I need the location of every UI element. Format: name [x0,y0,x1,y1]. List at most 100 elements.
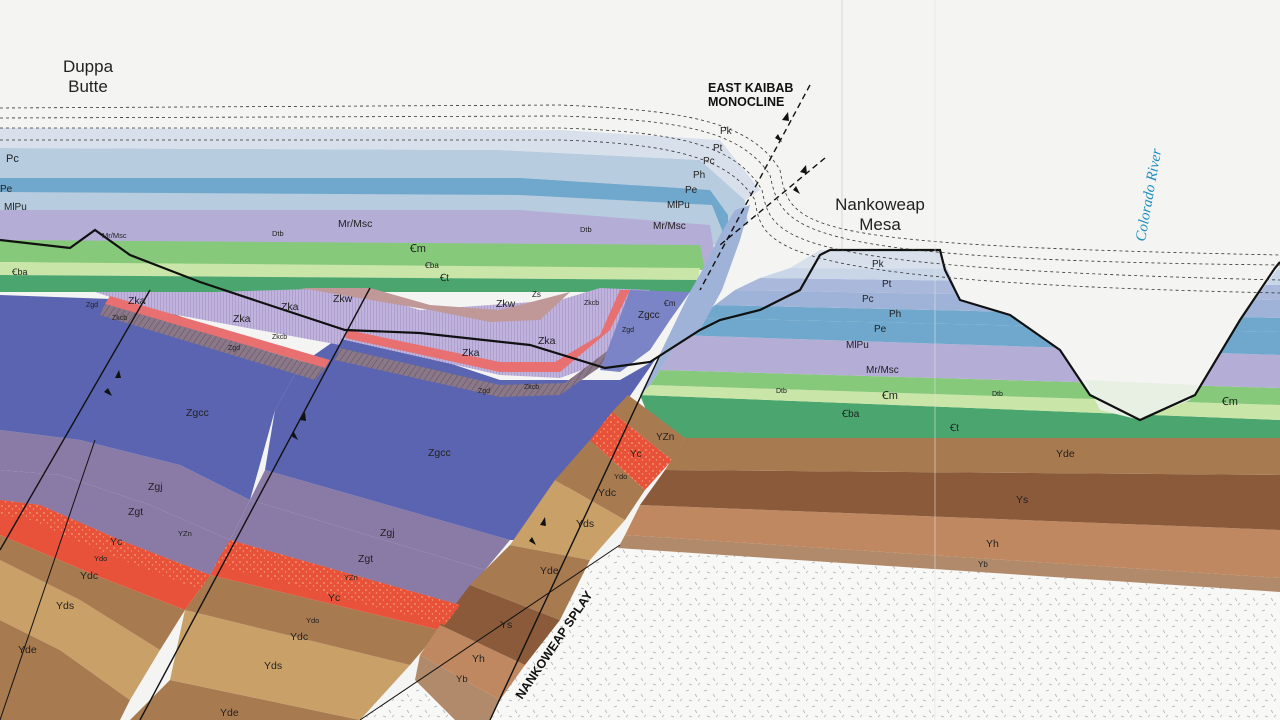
unit-label-pc-left: Pc [6,153,19,165]
unit-label-yh-1: Yh [472,653,485,665]
unit-label-mr-msc-mid: Mr/Msc [338,218,372,230]
unit-label-ydo-3: Ydo [614,472,627,481]
layer-yb-right [618,535,1280,592]
unit-label-yds-3: Yds [576,518,594,530]
unit-label-zkcb-3: Zkcb [584,300,599,307]
monocline-label-line2: MONOCLINE [708,95,784,109]
unit-label-ct-mid: Ꞓt [439,273,449,284]
block2-yde [130,680,360,720]
fault-arrows [104,112,807,545]
projected-strata [0,104,1280,294]
monocline-label-line1: EAST KAIBAB [708,81,793,95]
topographic-surface [0,228,1280,422]
unit-label-mr-msc-small: Mr/Msc [102,231,127,240]
unit-label-zkw-1: Zkw [333,293,353,305]
unit-label-zka-1: Zka [128,295,146,307]
unit-label-zgd-2: Zgd [228,345,240,352]
unit-label-pc-mono: Pc [703,156,715,167]
unit-label-cm-mono: Ꞓm [663,299,676,308]
unit-label-zkcb-2: Zkcb [272,334,287,341]
unit-label-ydo-2: Ydo [306,616,319,625]
unit-label-pt-mesa: Pt [882,279,892,290]
unit-label-dtb-mid: Dtb [580,225,592,234]
layer-yh-right [625,505,1280,578]
unit-label-cm-right1: Ꞓm [881,390,898,402]
canyon-floor-fill [1085,380,1198,420]
layer-ys-right [640,470,1280,530]
unit-label-cba-left: Ꞓba [11,267,28,277]
zgd-left [100,304,325,380]
splay-yc [590,412,672,490]
splay-yh [420,625,525,700]
block1-zgt [0,470,230,575]
nankoweap-mesa-label-line2: Mesa [859,215,901,234]
unit-label-yde-2: Yde [220,707,239,719]
splay-yds [510,480,625,560]
unit-label-yb-1: Yb [456,674,468,685]
unit-label-mlpu-left: MlPu [4,202,27,213]
unit-label-pk-mono: Pk [720,126,733,137]
zkcb-red-central [345,290,630,372]
unit-labels: Pc Pe MlPu Mr/Msc Dtb Mr/Msc Dtb Ꞓm Ꞓba … [0,126,1238,719]
unit-label-zkcb-4: Zkcb [524,384,539,391]
unit-label-dtb-right2: Dtb [992,391,1003,398]
unit-label-zs: Zs [532,290,541,299]
zgd-central [335,345,615,397]
unit-label-zgt-1: Zgt [128,506,143,518]
unit-label-yzn-2: YZn [344,573,358,582]
monocline-faults [699,84,826,291]
unit-label-yde-3: Yde [540,565,559,577]
layer-kaibab-toroweap-left [0,128,760,200]
unit-label-ydc-1: Ydc [80,570,98,582]
yc-dotted-center [215,540,460,625]
unit-label-ct-right: Ꞓt [949,423,959,434]
unit-label-zgd-1: Zgd [86,302,98,309]
unit-label-yb-right: Yb [978,560,988,569]
unit-label-cba-right: Ꞓba [841,409,860,420]
unit-label-mr-msc-mono: Mr/Msc [653,221,686,232]
unit-label-mr-msc-mesa: Mr/Msc [866,365,899,376]
unit-label-ys-1: Ys [500,619,512,631]
unit-label-yde-right: Yde [1056,448,1075,460]
unit-label-ys-right: Ys [1016,494,1028,506]
block1-yds [0,560,160,700]
splay-yzn [612,395,685,460]
unit-label-pe-mono: Pe [685,185,698,196]
unit-label-dtb-right1: Dtb [776,388,787,395]
unit-label-zkcb-1: Zkcb [112,315,127,322]
fault-lines [0,287,661,720]
block2-yds [170,610,410,720]
unit-label-ydo-1: Ydo [94,554,107,563]
splay-yb [415,655,500,720]
unit-label-dtb-left: Dtb [272,229,284,238]
unit-label-yc-1: Yc [110,536,122,548]
block1-yde [0,620,130,720]
yc-dotted-left [0,500,210,590]
block2-zgj [250,470,510,570]
unit-label-zgj-2: Zgj [380,527,395,539]
zkw-member [300,288,570,322]
zgcc-fold-nose [600,290,690,372]
layer-tapeats-left [0,275,698,292]
layer-tapeats-right [640,395,1280,438]
duppa-butte-label-line1: Duppa [63,57,114,76]
monocline-flexure [640,205,750,395]
unit-label-zgd-4: Zgd [478,388,490,395]
unit-label-yzn-1: YZn [178,529,192,538]
unit-label-ph-mesa: Ph [889,309,901,320]
unit-label-zka-2: Zka [233,313,251,325]
layer-muav-left [0,240,705,270]
unit-label-zgcc-mid: Zgcc [428,447,451,459]
unit-label-yh-right: Yh [986,538,999,550]
block1-ydc [0,535,185,650]
unit-label-zgcc-mono: Zgcc [638,310,660,321]
unit-label-mlpu-mono: MlPu [667,200,690,211]
unit-label-yzn-3: YZn [656,432,674,443]
basement-rocks [360,545,1280,720]
unit-label-pt-mono: Pt [713,143,723,154]
unit-label-yc-2: Yc [328,592,340,604]
unit-label-yds-2: Yds [264,660,282,672]
unit-label-zka-5: Zka [462,347,480,359]
zka-upper-left [95,292,345,345]
